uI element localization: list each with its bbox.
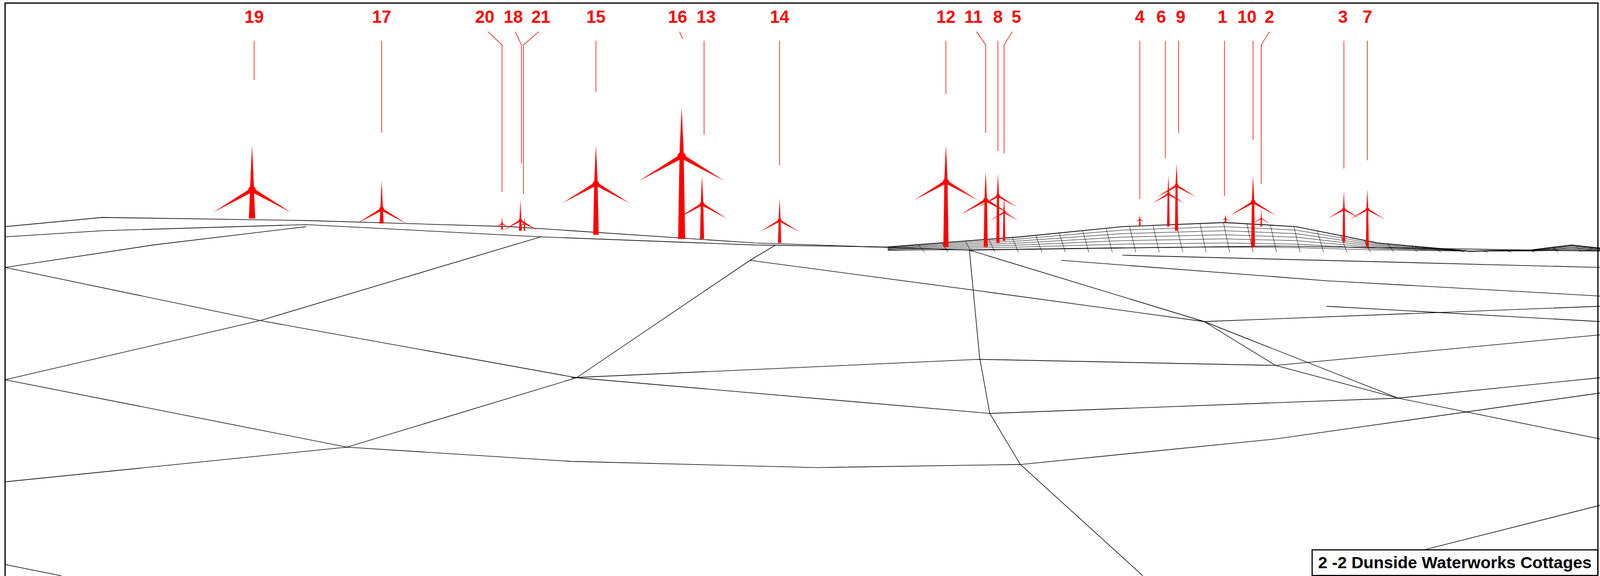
wind-turbine (519, 217, 530, 231)
leader-line (1260, 31, 1270, 184)
callout-number: 20 (475, 7, 495, 27)
terrain-line (5, 392, 1600, 482)
wind-turbine (914, 145, 978, 248)
terrain-line (5, 564, 62, 576)
leader-line (679, 31, 684, 39)
callout-number: 21 (531, 7, 551, 27)
leader-line (253, 40, 255, 80)
wind-turbine (1349, 188, 1386, 248)
wind-turbine (1152, 175, 1185, 227)
callout-number: 5 (1011, 7, 1021, 27)
terrain-line (1326, 306, 1600, 322)
terrain-line (1397, 397, 1600, 439)
leader-line (595, 40, 597, 92)
wind-turbine (1252, 208, 1271, 227)
callout-number: 16 (668, 7, 687, 27)
wind-turbine (562, 145, 630, 236)
callout-number: 19 (244, 7, 264, 27)
leader-line (1139, 40, 1140, 199)
wind-turbine (978, 173, 1018, 243)
callout-number: 4 (1134, 7, 1145, 27)
wind-turbine (502, 200, 539, 231)
leader-line (1178, 40, 1179, 133)
terrain-line (5, 245, 776, 448)
terrain-line (969, 250, 1143, 576)
callout-number: 14 (770, 7, 790, 27)
terrain-line (5, 236, 541, 380)
leader-line (487, 31, 503, 192)
caption-text: 2 -2 Dunside Waterworks Cottages (1318, 552, 1592, 572)
callout-number: 15 (586, 7, 606, 27)
leader-line (779, 40, 780, 166)
callout-number: 11 (964, 7, 983, 27)
leader-line (1343, 40, 1345, 169)
callout-number: 10 (1237, 7, 1256, 27)
terrain-line (5, 267, 1600, 414)
wind-turbine (989, 196, 1019, 242)
terrain-line (1418, 505, 1600, 552)
leader-line (1224, 40, 1225, 196)
leader-line (381, 40, 382, 133)
terrain-line (5, 226, 307, 268)
wind-turbine (1229, 175, 1276, 248)
callout-number: 3 (1338, 7, 1348, 27)
terrain-line (571, 334, 1600, 378)
terrain-line (1204, 321, 1399, 398)
terrain-line (5, 224, 888, 247)
callout-number: 13 (696, 7, 716, 27)
callout-number: 8 (993, 7, 1003, 27)
leader-line (1367, 40, 1368, 161)
wind-turbine (1222, 214, 1230, 223)
wind-turbine (213, 145, 292, 219)
hill-outline (887, 222, 1600, 251)
wind-turbine (960, 171, 1011, 247)
wind-turbine (1135, 214, 1145, 227)
scene (5, 3, 1600, 576)
leader-line (523, 31, 540, 194)
leader-line (1164, 40, 1166, 158)
leader-line (945, 40, 947, 94)
callout-number: 12 (936, 7, 956, 27)
callout-number: 1 (1217, 7, 1228, 27)
caption-box: 2 -2 Dunside Waterworks Cottages (1311, 549, 1599, 576)
callout-number: 18 (503, 7, 523, 27)
callout-number: 2 (1264, 7, 1274, 27)
leader-line (1252, 40, 1254, 140)
leader-line (515, 31, 522, 164)
leader-line (997, 40, 999, 151)
wind-turbine (495, 216, 508, 230)
wind-turbine (356, 180, 407, 224)
wind-turbine (760, 197, 800, 243)
wind-turbine (1157, 163, 1196, 231)
wind-turbine (677, 175, 727, 239)
terrain-line (969, 250, 1398, 398)
terrain-line (750, 260, 1600, 322)
callout-number: 17 (371, 7, 391, 27)
hill-mesh (887, 222, 1600, 252)
leader-line (703, 40, 705, 135)
terrain-line (1122, 255, 1600, 268)
callout-number: 7 (1362, 7, 1373, 27)
leader-line (1004, 31, 1013, 153)
callout-number: 9 (1175, 7, 1186, 27)
callout-number: 6 (1156, 7, 1166, 27)
frame (5, 3, 1598, 576)
leader-line (976, 31, 986, 133)
wind-turbine (639, 107, 725, 239)
